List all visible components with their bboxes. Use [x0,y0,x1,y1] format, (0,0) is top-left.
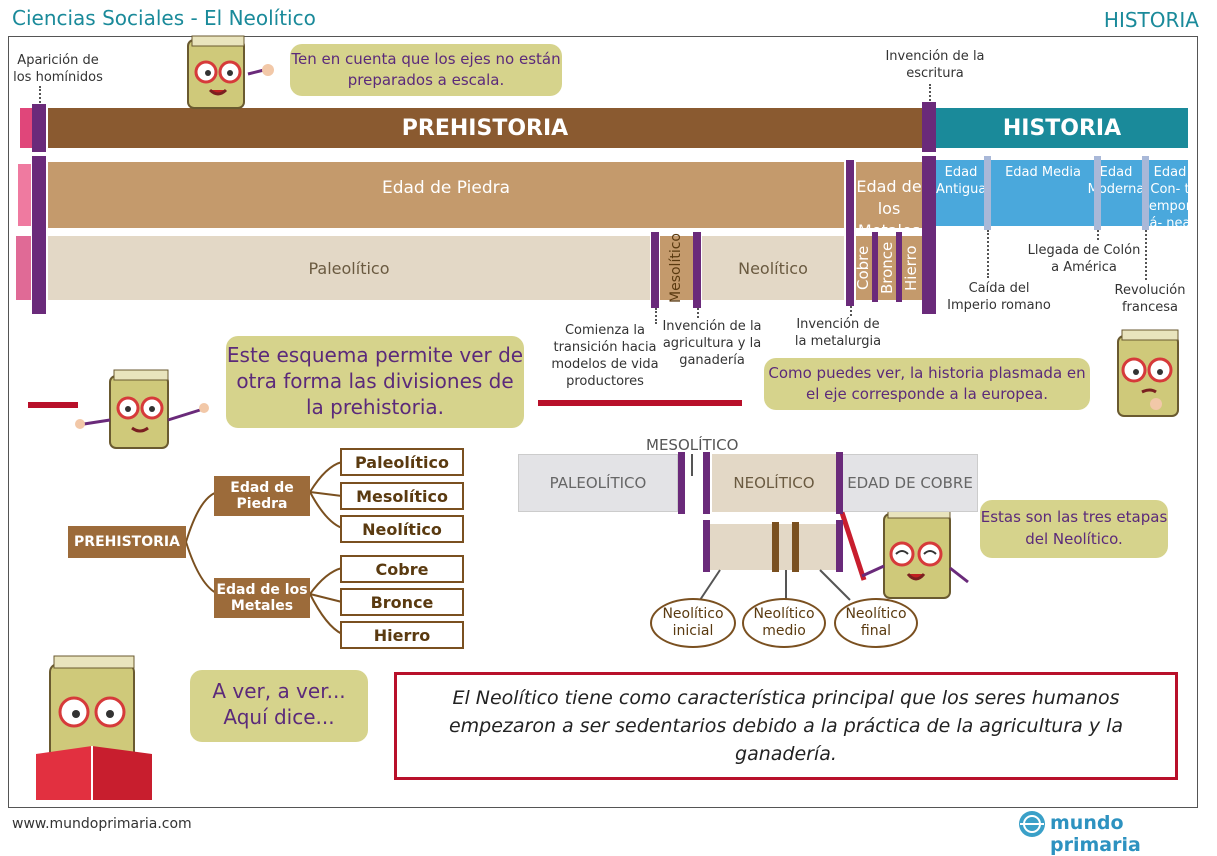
marker-hominidos [32,104,46,152]
paleolitico-bar: Paleolítico [48,236,650,300]
marker-transicion [651,232,659,308]
tree-root: PREHISTORIA [68,526,186,558]
label-colon: Llegada de Colón a América [1027,243,1141,275]
zoom-mesolitico-label: MESOLÍTICO [646,436,739,454]
neolitico-bar: Neolítico [702,236,844,300]
hierro-label: Hierro [902,245,920,291]
mesolitico-bar [660,236,694,300]
label-agricultura: Invención de la agricultura y la ganader… [662,319,762,368]
label-escritura: Invención de la escritura [885,49,985,81]
prehistoria-bar: PREHISTORIA [48,108,922,148]
marker-metalurgia [846,160,854,306]
marker-escritura-low [922,156,936,314]
speech-bubble-europea: Como puedes ver, la historia plasmada en… [764,358,1090,410]
tree-edad-piedra: Edad de Piedra [214,476,310,516]
section-label: HISTORIA [1103,8,1199,32]
content-frame [8,36,1198,808]
zoom-cobre: EDAD DE COBRE [842,454,978,512]
divider-antigua-media [984,156,991,230]
marker-agricultura [693,232,701,308]
brand-globe-icon [1019,811,1045,837]
bronce-label: Bronce [878,241,896,295]
leader-imperio [987,230,989,278]
book-mascot-icon [1117,329,1179,417]
hierro-bar [902,236,922,300]
marker-bronce [872,232,878,302]
speech-bubble-etapas: Estas son las tres etapas del Neolítico. [980,500,1168,558]
leader-transicion [655,308,657,324]
bronce-bar [878,236,896,300]
stage-final: Neolítico final [834,598,918,648]
divider-media-moderna [1094,156,1101,230]
book-mascot-icon [187,35,274,109]
zoom-mesolitico-tick [691,454,693,476]
footer-url[interactable]: www.mundoprimaria.com [12,816,192,832]
book-mascot-icon [75,369,209,449]
stage-connectors [699,569,851,601]
edad-metales-bar: Edad de los Metales [856,162,922,240]
label-revolucion: Revolución francesa [1114,283,1186,315]
divider-moderna-contemporanea [1142,156,1149,230]
tree-leaf: Cobre [340,555,464,583]
edad-moderna-label: Edad Moderna [1087,165,1145,197]
zoom-marker [703,452,710,514]
speech-bubble-aver: A ver, a ver... Aquí dice... [190,670,368,742]
speech-bubble-escala: Ten en cuenta que los ejes no están prep… [290,44,562,96]
edge-tab [18,164,31,226]
marker-hierro [896,232,902,302]
mesolitico-label: Mesolítico [668,233,684,303]
leader-colon [1097,230,1099,240]
marker-hominidos-low [32,156,46,314]
stage-divider [772,522,779,572]
red-stroke [28,402,78,408]
label-imperio: Caída del Imperio romano [947,281,1051,313]
tree-leaf: Bronce [340,588,464,616]
stage-divider [792,522,799,572]
zoom-marker [836,520,843,572]
cobre-bar [856,236,872,300]
historia-bar: HISTORIA [936,108,1188,148]
leader-metalurgia [850,306,852,316]
leader-hominidos [39,86,41,106]
zoom-neolitico: NEOLÍTICO [712,454,836,512]
edge-tab [20,108,32,148]
brand-logo[interactable]: mundo primaria [1050,812,1141,856]
zoom-marker [836,452,843,514]
edad-piedra-bar: Edad de Piedra [48,162,844,228]
zoom-paleolitico: PALEOLÍTICO [518,454,678,512]
page-title: Ciencias Sociales - El Neolítico [12,6,316,30]
label-hominidos: Aparición de los homínidos [13,53,103,85]
book-mascot-icon [36,655,152,800]
tree-leaf: Hierro [340,621,464,649]
leader-revolucion [1145,230,1147,280]
tree-leaf: Paleolítico [340,448,464,476]
label-metalurgia: Invención de la metalurgia [794,317,882,349]
leader-escritura [929,84,931,104]
zoom-marker [703,520,710,572]
summary-box: El Neolítico tiene como característica p… [394,672,1178,780]
edad-antigua-label: Edad Antigua [936,165,987,197]
speech-bubble-esquema: Este esquema permite ver de otra forma l… [226,336,524,428]
tree-edad-metales: Edad de los Metales [214,578,310,618]
edad-contemporanea-label: Edad Con- temporá- nea [1148,165,1192,231]
stage-medio: Neolítico medio [742,598,826,648]
edad-media-label: Edad Media [1005,165,1081,180]
edge-tab [16,236,31,300]
label-transicion: Comienza la transición hacia modelos de … [551,323,659,389]
zoom-marker [678,452,685,514]
leader-agricultura [697,308,699,318]
marker-escritura [922,102,936,152]
cobre-label: Cobre [854,245,872,291]
tree-leaf: Neolítico [340,515,464,543]
red-stroke [538,400,742,406]
tree-leaf: Mesolítico [340,482,464,510]
book-mascot-icon [829,481,969,599]
stage-inicial: Neolítico inicial [650,598,736,648]
